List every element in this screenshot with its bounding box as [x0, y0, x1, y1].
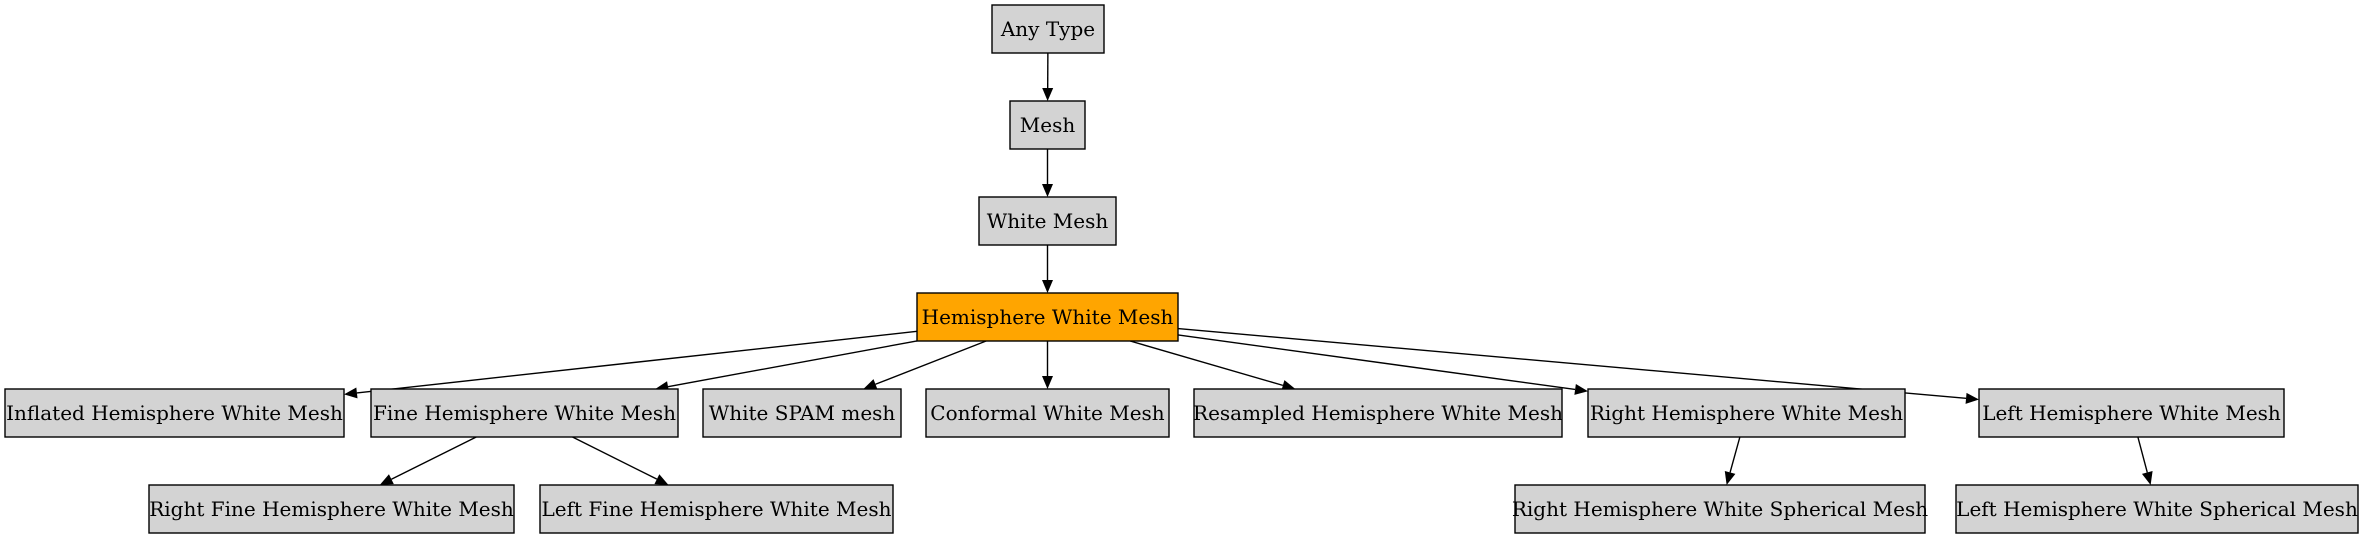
edge-white-mesh-to-hemisphere-white-mesh: [1042, 245, 1053, 293]
edges-layer: [344, 52, 2153, 485]
node-label: Any Type: [1000, 17, 1095, 41]
arrowhead-icon: [2141, 471, 2153, 485]
node-mesh[interactable]: Mesh: [1009, 100, 1086, 150]
arrowhead-icon: [1574, 384, 1588, 395]
node-box: [1955, 484, 2359, 534]
node-label: Right Fine Hemisphere White Mesh: [149, 497, 514, 521]
edge-any-type-to-mesh: [1042, 52, 1054, 101]
edge-hemisphere-white-mesh-to-inflated-hemisphere-white-mesh: [344, 330, 918, 399]
node-inflated-hemisphere-white-mesh[interactable]: Inflated Hemisphere White Mesh: [4, 388, 345, 438]
node-label: Right Hemisphere White Spherical Mesh: [1512, 497, 1928, 521]
arrowhead-icon: [1042, 376, 1053, 389]
arrowhead-icon: [1042, 184, 1053, 197]
node-box: [4, 388, 345, 438]
node-label: Left Hemisphere White Spherical Mesh: [1956, 497, 2358, 521]
edge-line: [875, 340, 987, 385]
node-box: [978, 196, 1117, 246]
arrowhead-icon: [1724, 471, 1736, 485]
node-label: Right Hemisphere White Mesh: [1590, 401, 1903, 425]
node-box: [1009, 100, 1086, 150]
node-label: Fine Hemisphere White Mesh: [373, 401, 676, 425]
arrowhead-icon: [1965, 392, 1979, 404]
node-left-hemisphere-white-mesh[interactable]: Left Hemisphere White Mesh: [1978, 388, 2285, 438]
edge-line: [572, 436, 658, 480]
arrowhead-icon: [1042, 280, 1053, 293]
node-label: Mesh: [1020, 113, 1076, 137]
node-box: [539, 484, 894, 534]
node-box: [370, 388, 679, 438]
edge-right-hemisphere-white-mesh-to-right-hemisphere-white-spherical-mesh: [1724, 436, 1741, 485]
node-label: White SPAM mesh: [709, 401, 896, 425]
node-label: White Mesh: [987, 209, 1109, 233]
node-box: [1587, 388, 1906, 438]
node-any-type[interactable]: Any Type: [991, 4, 1105, 54]
node-left-fine-hemisphere-white-mesh[interactable]: Left Fine Hemisphere White Mesh: [539, 484, 894, 534]
node-label: Resampled Hemisphere White Mesh: [1193, 401, 1563, 425]
edge-fine-hemisphere-white-mesh-to-left-fine-hemisphere-white-mesh: [572, 436, 669, 485]
edge-line: [667, 340, 918, 388]
node-white-mesh[interactable]: White Mesh: [978, 196, 1117, 246]
edge-hemisphere-white-mesh-to-white-spam-mesh: [863, 340, 987, 390]
edge-hemisphere-white-mesh-to-fine-hemisphere-white-mesh: [655, 340, 918, 393]
node-fine-hemisphere-white-mesh[interactable]: Fine Hemisphere White Mesh: [370, 388, 679, 438]
edge-line: [1729, 436, 1741, 473]
edge-left-hemisphere-white-mesh-to-left-hemisphere-white-spherical-mesh: [2137, 436, 2153, 485]
edge-hemisphere-white-mesh-to-resampled-hemisphere-white-mesh: [1129, 340, 1296, 391]
node-left-hemisphere-white-spherical-mesh[interactable]: Left Hemisphere White Spherical Mesh: [1955, 484, 2359, 534]
edge-line: [2137, 436, 2148, 473]
node-right-hemisphere-white-mesh[interactable]: Right Hemisphere White Mesh: [1587, 388, 1906, 438]
arrowhead-icon: [1281, 380, 1296, 391]
edge-line: [1177, 334, 1576, 391]
edge-hemisphere-white-mesh-to-conformal-white-mesh: [1042, 341, 1053, 389]
node-hemisphere-white-mesh[interactable]: Hemisphere White Mesh: [916, 292, 1179, 342]
arrowhead-icon: [379, 474, 394, 485]
arrowhead-icon: [654, 474, 669, 485]
node-label: Left Fine Hemisphere White Mesh: [542, 497, 892, 521]
node-conformal-white-mesh[interactable]: Conformal White Mesh: [925, 388, 1170, 438]
edge-line: [391, 436, 477, 480]
node-right-hemisphere-white-spherical-mesh[interactable]: Right Hemisphere White Spherical Mesh: [1512, 484, 1928, 534]
node-label: Inflated Hemisphere White Mesh: [6, 401, 343, 425]
edge-line: [356, 330, 918, 394]
edge-hemisphere-white-mesh-to-right-hemisphere-white-mesh: [1177, 334, 1588, 395]
edge-hemisphere-white-mesh-to-left-hemisphere-white-mesh: [1177, 327, 1979, 404]
node-label: Hemisphere White Mesh: [922, 305, 1174, 329]
edge-line: [1177, 327, 1967, 400]
node-box: [925, 388, 1170, 438]
node-box: [148, 484, 515, 534]
edge-line: [1129, 340, 1284, 387]
node-label: Left Hemisphere White Mesh: [1982, 401, 2281, 425]
arrowhead-icon: [344, 387, 358, 399]
node-resampled-hemisphere-white-mesh[interactable]: Resampled Hemisphere White Mesh: [1193, 388, 1563, 438]
node-right-fine-hemisphere-white-mesh[interactable]: Right Fine Hemisphere White Mesh: [148, 484, 515, 534]
node-label: Conformal White Mesh: [930, 401, 1165, 425]
arrowhead-icon: [1042, 87, 1054, 101]
node-box: [1193, 388, 1563, 438]
node-box: [702, 388, 902, 438]
node-box: [991, 4, 1105, 54]
node-box: [916, 292, 1179, 342]
node-white-spam-mesh[interactable]: White SPAM mesh: [702, 388, 902, 438]
node-box: [1978, 388, 2285, 438]
edge-mesh-to-white-mesh: [1042, 149, 1053, 197]
node-box: [1514, 484, 1926, 534]
arrowhead-icon: [863, 379, 878, 390]
edge-fine-hemisphere-white-mesh-to-right-fine-hemisphere-white-mesh: [379, 436, 477, 485]
